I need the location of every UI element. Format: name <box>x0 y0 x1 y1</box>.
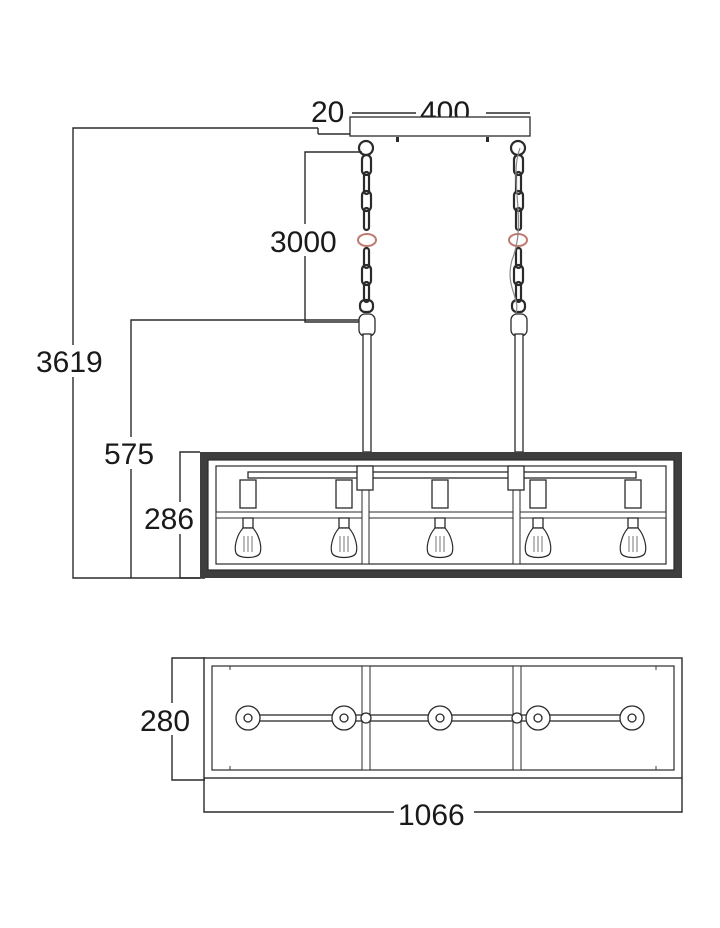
lamp-5 <box>619 479 647 559</box>
left-hanging-rod <box>362 333 372 453</box>
lamp-socket <box>431 479 449 509</box>
right-chain <box>508 139 528 453</box>
ceiling-canopy <box>349 116 531 142</box>
plan-lamp-disc <box>619 705 645 731</box>
bulb-base <box>242 517 254 529</box>
lamp-bar <box>247 471 637 479</box>
lamp-socket <box>239 479 257 509</box>
front-elevation-frame <box>200 452 682 578</box>
lamp-socket <box>335 479 353 509</box>
power-cable <box>509 147 521 319</box>
frame-depth-label: 280 <box>140 705 190 738</box>
left-chain <box>357 139 377 453</box>
rod-mount <box>511 712 523 724</box>
fixture-drop-label: 575 <box>104 438 154 471</box>
lamp-2 <box>330 479 358 559</box>
frame-height-label: 286 <box>144 503 194 536</box>
bar-bracket <box>356 465 374 491</box>
plan-lamp-disc <box>525 705 551 731</box>
right-chain-hook <box>510 313 528 337</box>
lamp-1 <box>234 479 262 559</box>
plan-lamp-disc <box>331 705 357 731</box>
bulb-base <box>434 517 446 529</box>
chain-clamp <box>357 233 377 247</box>
frame-length-label: 1066 <box>398 799 465 832</box>
dimension-labels: 20 400 3000 3619 575 286 280 1066 <box>32 94 486 832</box>
lamp-3 <box>426 479 454 559</box>
plan-frame-inner <box>211 665 675 771</box>
bar-bracket <box>507 465 525 491</box>
overall-height-label: 3619 <box>36 346 103 379</box>
bulb-base <box>532 517 544 529</box>
lamp-socket <box>529 479 547 509</box>
plan-lamp-disc <box>235 705 261 731</box>
left-chain-hook <box>358 313 376 337</box>
lamp-holders <box>234 479 647 559</box>
fixture-drop-dimension-line <box>130 319 362 578</box>
chain-length-label: 3000 <box>270 226 337 259</box>
lamp-socket <box>624 479 642 509</box>
plan-lamp-disc <box>427 705 453 731</box>
right-hanging-rod <box>514 333 524 453</box>
lamp-4 <box>524 479 552 559</box>
plan-view-frame <box>203 657 683 779</box>
bulb-base <box>627 517 639 529</box>
canopy-plate <box>349 116 531 137</box>
bulb-base <box>338 517 350 529</box>
rod-mount <box>360 712 372 724</box>
canopy-offset-label: 20 <box>311 96 344 129</box>
